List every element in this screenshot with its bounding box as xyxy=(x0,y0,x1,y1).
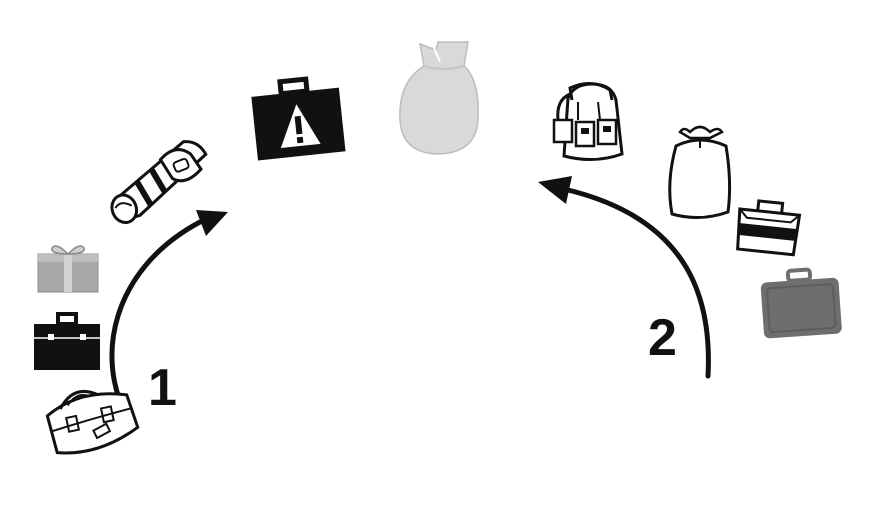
open-travel-bag-icon xyxy=(45,390,140,455)
rolled-sleeping-bag-icon xyxy=(110,140,208,225)
backpack-icon xyxy=(552,82,624,161)
step-2-label: 2 xyxy=(648,309,677,367)
black-briefcase-icon xyxy=(34,312,100,370)
cooler-box-icon xyxy=(736,199,802,257)
arrow-2 xyxy=(538,176,711,379)
sack-icon xyxy=(399,41,479,155)
step-1-label: 1 xyxy=(148,359,177,417)
arrow-1-head xyxy=(196,210,228,236)
trash-bag-icon xyxy=(668,125,732,219)
warning-briefcase-icon xyxy=(251,76,346,161)
gray-suitcase-icon xyxy=(760,267,842,339)
arrow-2-head xyxy=(538,176,572,204)
gift-box-icon xyxy=(37,245,99,293)
